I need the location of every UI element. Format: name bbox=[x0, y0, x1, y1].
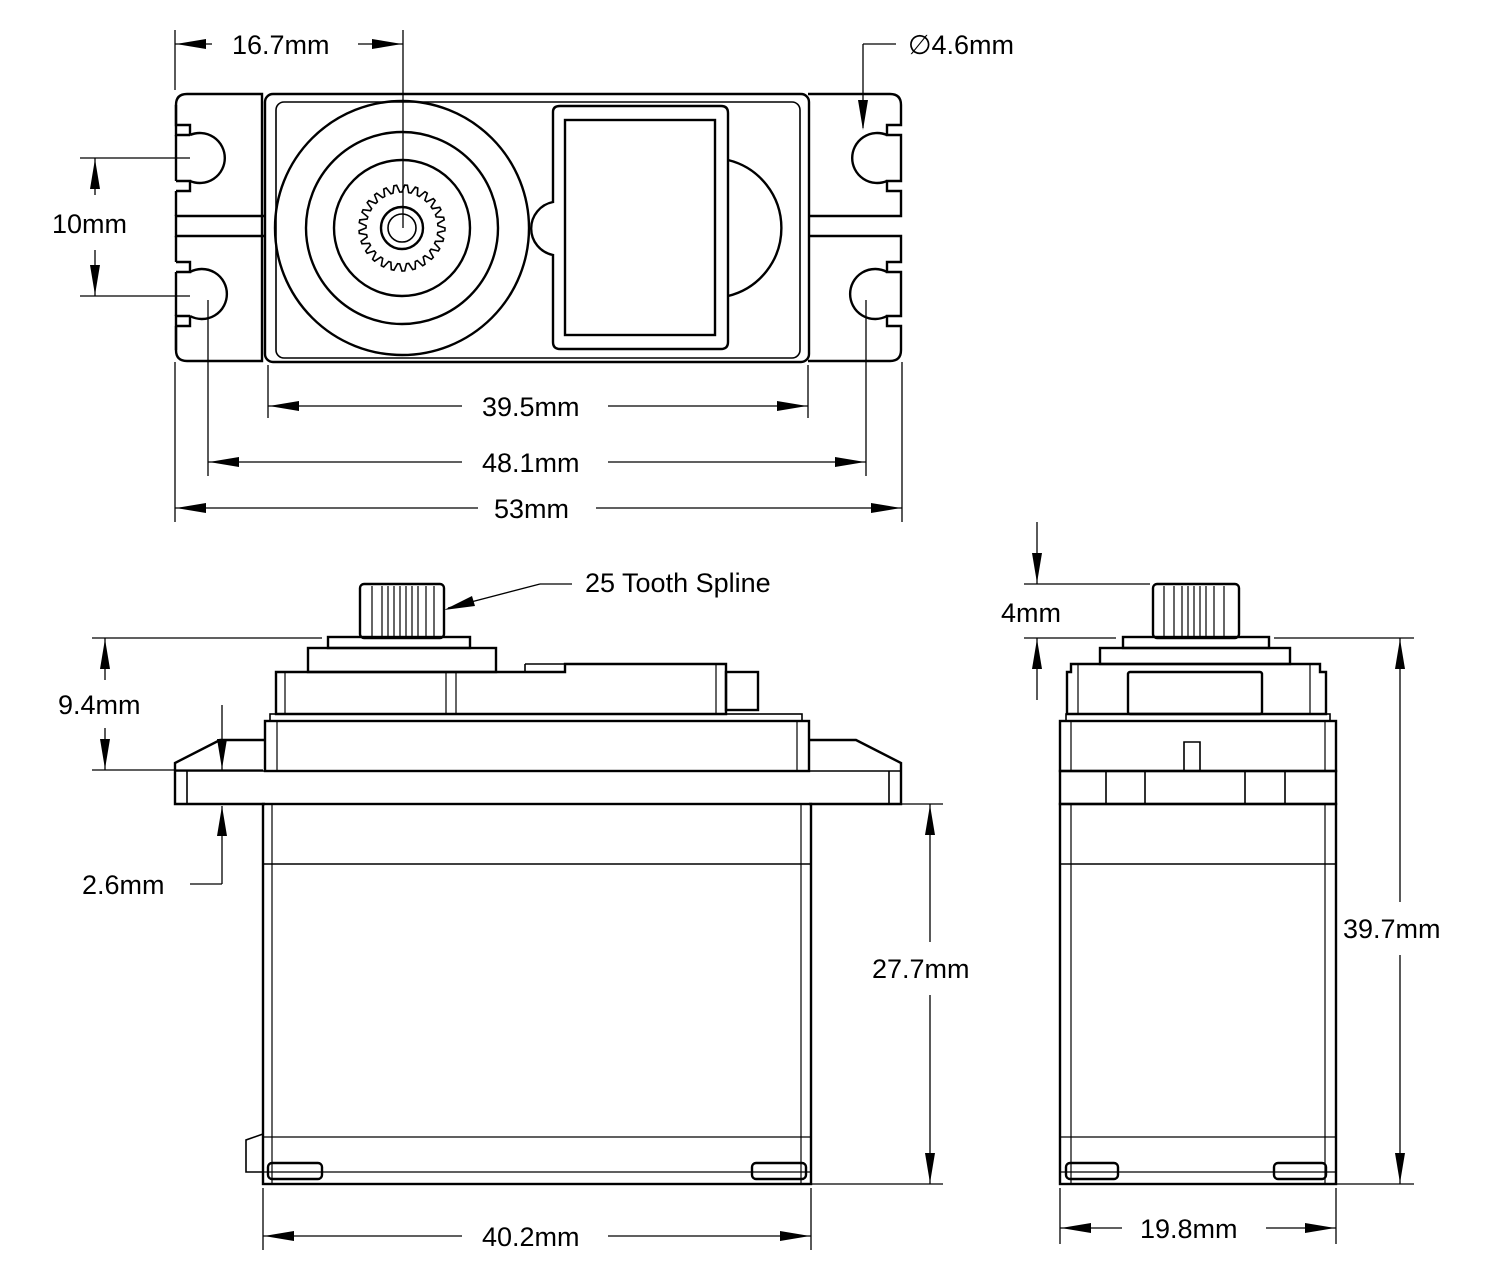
output-gear-housing bbox=[273, 99, 531, 357]
spline-gear-top bbox=[358, 184, 446, 272]
mount-slot-right-top bbox=[851, 131, 888, 185]
label-spline-callout: 25 Tooth Spline bbox=[585, 568, 771, 598]
label-overall-height: 39.7mm bbox=[1343, 914, 1441, 944]
side-view-flange-right bbox=[809, 738, 903, 806]
label-spline-offset: 16.7mm bbox=[232, 30, 330, 60]
spline-end bbox=[1151, 582, 1241, 640]
label-hole-spacing: 10mm bbox=[52, 209, 127, 239]
end-view bbox=[1058, 582, 1338, 1186]
end-view-upper-body bbox=[1058, 719, 1338, 773]
end-view-lower-body bbox=[1058, 802, 1338, 1186]
label-flange-thickness: 2.6mm bbox=[82, 870, 165, 900]
label-hole-pitch: 48.1mm bbox=[482, 448, 580, 478]
side-view-dimensions: 25 Tooth Spline 9.4mm 2.6mm 27.7mm 40.2m… bbox=[58, 568, 970, 1252]
side-view-lower-body bbox=[261, 802, 813, 1186]
label-overall-length: 53mm bbox=[494, 494, 569, 524]
label-body-width-top: 39.5mm bbox=[482, 392, 580, 422]
end-view-dimensions: 4mm 39.7mm 19.8mm bbox=[1001, 522, 1441, 1244]
label-body-depth: 19.8mm bbox=[1140, 1214, 1238, 1244]
top-view-body bbox=[263, 92, 811, 364]
side-view-flange-left bbox=[173, 738, 265, 806]
label-lower-height: 27.7mm bbox=[872, 954, 970, 984]
mount-slot-left-top bbox=[189, 131, 226, 185]
mount-slot-right-bottom bbox=[849, 267, 888, 321]
top-view bbox=[174, 92, 903, 364]
label-hole-diameter: ∅4.6mm bbox=[908, 30, 1014, 60]
mount-slot-left-bottom bbox=[189, 267, 228, 321]
label-body-length: 40.2mm bbox=[482, 1222, 580, 1252]
label-spline-height: 4mm bbox=[1001, 598, 1061, 628]
side-view-upper-body bbox=[263, 719, 811, 773]
label-top-height: 9.4mm bbox=[58, 690, 141, 720]
top-view-window bbox=[563, 118, 717, 337]
top-view-dimensions: 16.7mm ∅4.6mm 10mm 39.5mm 48.1mm bbox=[52, 30, 1014, 524]
side-view bbox=[173, 582, 903, 1186]
